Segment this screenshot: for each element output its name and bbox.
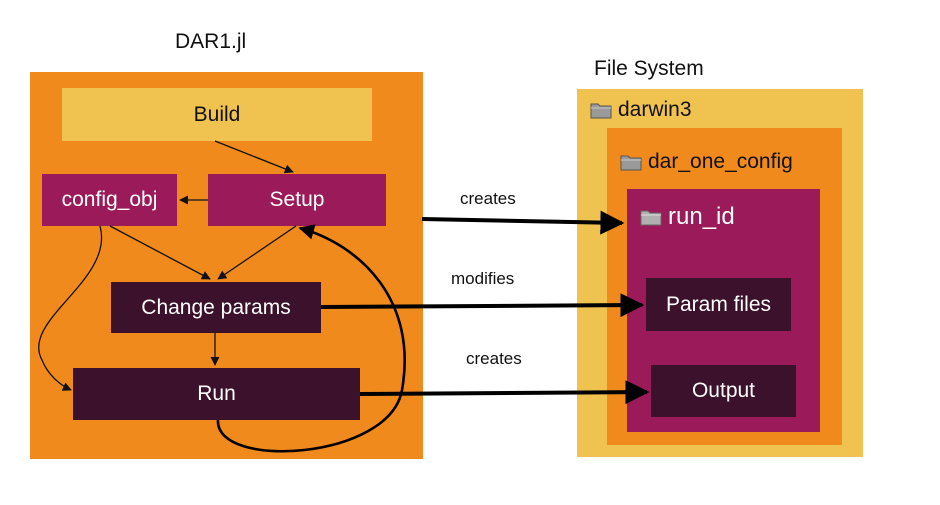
folder-icon xyxy=(620,155,642,171)
left-title: DAR1.jl xyxy=(175,30,247,53)
build-node[interactable]: Build xyxy=(62,88,372,141)
darwin3-label: darwin3 xyxy=(618,98,692,121)
creates-label-2: creates xyxy=(466,349,522,368)
dar-one-config-folder[interactable]: dar_one_config xyxy=(620,150,793,174)
dar-one-config-label: dar_one_config xyxy=(648,150,793,173)
creates-label-1: creates xyxy=(460,189,516,208)
run-id-label: run_id xyxy=(668,203,735,230)
darwin3-folder[interactable]: darwin3 xyxy=(590,98,692,122)
config-obj-node[interactable]: config_obj xyxy=(42,174,177,226)
folder-icon xyxy=(640,210,662,226)
setup-node[interactable]: Setup xyxy=(208,174,386,226)
change-params-node[interactable]: Change params xyxy=(111,282,321,333)
run-node[interactable]: Run xyxy=(73,368,360,420)
run-id-folder[interactable]: run_id xyxy=(640,203,735,231)
modifies-label: modifies xyxy=(451,269,515,288)
right-title: File System xyxy=(594,57,704,80)
param-files-node[interactable]: Param files xyxy=(646,278,791,331)
folder-icon xyxy=(590,103,612,119)
output-node[interactable]: Output xyxy=(651,365,796,417)
